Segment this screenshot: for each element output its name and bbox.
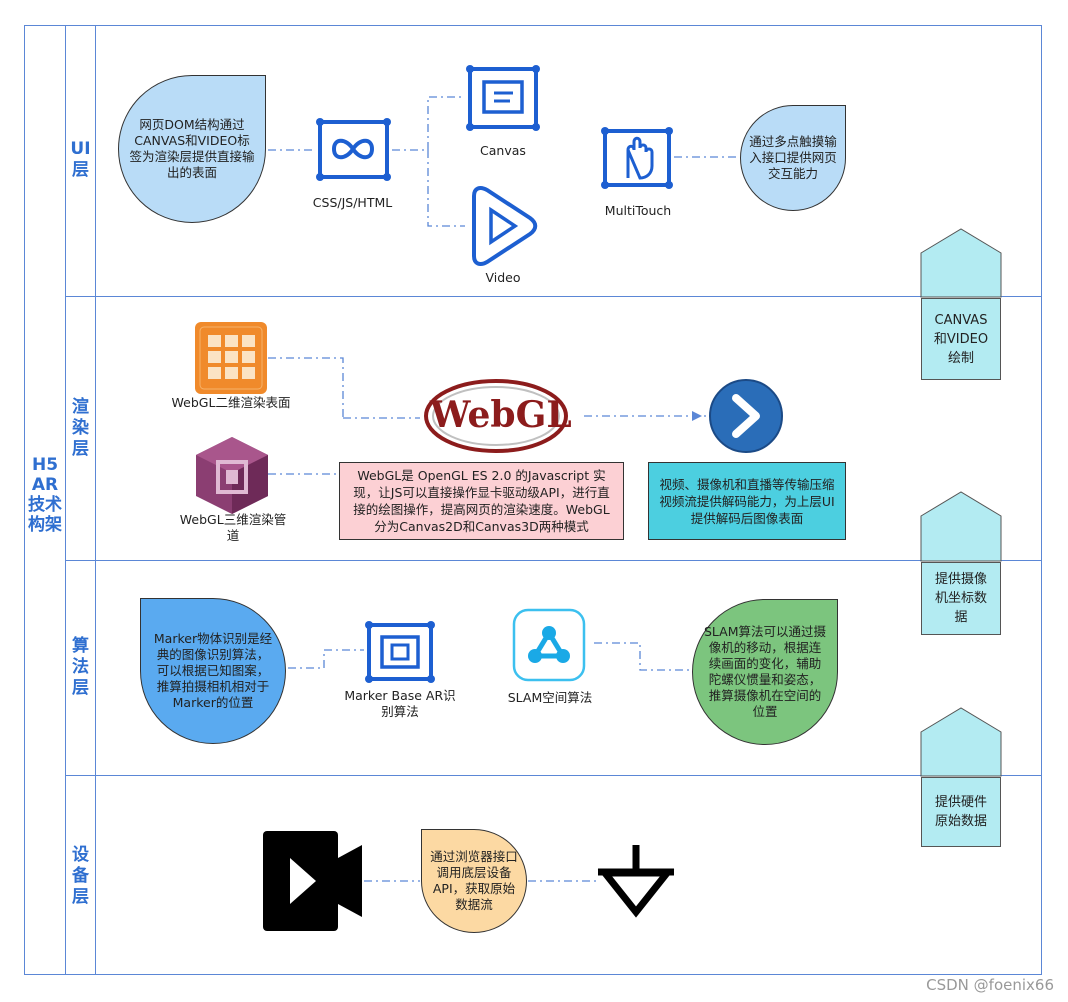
layer-label-line: 层 [72,678,89,698]
layer-label-algo: 算 法 层 [65,636,96,699]
touch-bubble: 通过多点触摸输入接口提供网页交互能力 [740,105,846,211]
canvas-icon [466,65,540,131]
divider-algo-device [65,775,1042,776]
layer-label-line: UI [70,139,91,159]
divider-render-algo [65,560,1042,561]
video-label: Video [485,270,521,285]
connector-slam-bubble [594,642,694,671]
device-bubble: 通过浏览器接口调用底层设备API，获取原始数据流 [421,829,527,933]
touch-hand-icon [601,127,673,189]
side-arrow-up [920,707,1002,777]
side-box-camera-coords: 提供摄像机坐标数据 [921,562,1001,635]
layer-label-ui: UI 层 [65,139,96,181]
grid-icon [195,322,267,394]
layer-label-line: 染 [72,418,89,438]
marker-label: Marker Base AR识别算法 [344,688,456,719]
layer-label-line: 层 [72,887,89,907]
chevron-right-icon [709,379,783,453]
main-title-line: H5 [31,455,59,475]
marker-bubble: Marker物体识别是经典的图像识别算法，可以根据已知图案，推算拍摄相机相对于M… [140,598,286,744]
webgl3d-label: WebGL三维渲染管道 [179,512,287,543]
side-box-hardware: 提供硬件原始数据 [921,777,1001,847]
connectors [268,96,740,882]
main-title-line: AR [31,475,59,495]
side-arrow-up [920,491,1002,562]
divider-ui-render [65,296,1042,297]
arrowhead [692,411,702,421]
webgl2d-label: WebGL二维渲染表面 [171,395,291,410]
infinity-icon [316,118,391,181]
layer-label-render: 渲 染 层 [65,397,96,460]
side-box-canvas-video: CANVAS和VIDEO绘制 [921,298,1001,380]
ground-icon [597,845,675,918]
slam-label: SLAM空间算法 [507,690,593,705]
layer-label-line: 层 [72,439,89,459]
video-play-icon [472,186,538,266]
dom-bubble: 网页DOM结构通过CANVAS和VIDEO标签为渲染层提供直接输出的表面 [118,75,266,223]
layer-label-column [65,25,96,975]
main-title-line: 技术 [28,495,62,515]
decode-description: 视频、摄像机和直播等传输压缩视频流提供解码能力，为上层UI提供解码后图像表面 [648,462,846,540]
layer-label-device: 设 备 层 [65,845,96,908]
camera-icon [263,831,362,931]
slam-bubble: SLAM算法可以通过摄像机的移动，根据连续画面的变化，辅助陀螺仪惯量和姿态，推算… [692,599,838,745]
main-title-line: 构架 [28,515,62,535]
side-arrow-up [920,228,1002,298]
title-column [24,25,66,975]
multitouch-label: MultiTouch [604,203,672,218]
layer-label-line: 备 [72,866,89,886]
layer-label-line: 渲 [72,397,89,417]
layer-label-line: 法 [72,657,89,677]
layer-label-line: 层 [72,160,89,180]
css-label: CSS/JS/HTML [312,195,393,210]
layer-label-line: 算 [72,636,89,656]
webgl-logo [424,379,568,453]
connector-css-video [427,150,465,227]
webgl-description: WebGL是 OpenGL ES 2.0 的Javascript 实现，让JS可… [339,462,624,540]
marker-icon [365,621,435,683]
side-arrows [920,228,1002,777]
diagram-frame [24,25,1042,975]
connector-2d-webgl [268,357,344,418]
canvas-label: Canvas [480,143,526,158]
main-title: H5 AR 技术 构架 [24,455,66,535]
webgl-logo-text: WebGL [430,394,572,436]
connector-css-canvas [392,96,465,151]
connector-marker-bubble [288,649,364,669]
slam-icon [512,608,586,682]
watermark: CSDN @foenix66 [926,976,1054,994]
layer-label-line: 设 [72,845,89,865]
cube-icon [196,437,268,514]
